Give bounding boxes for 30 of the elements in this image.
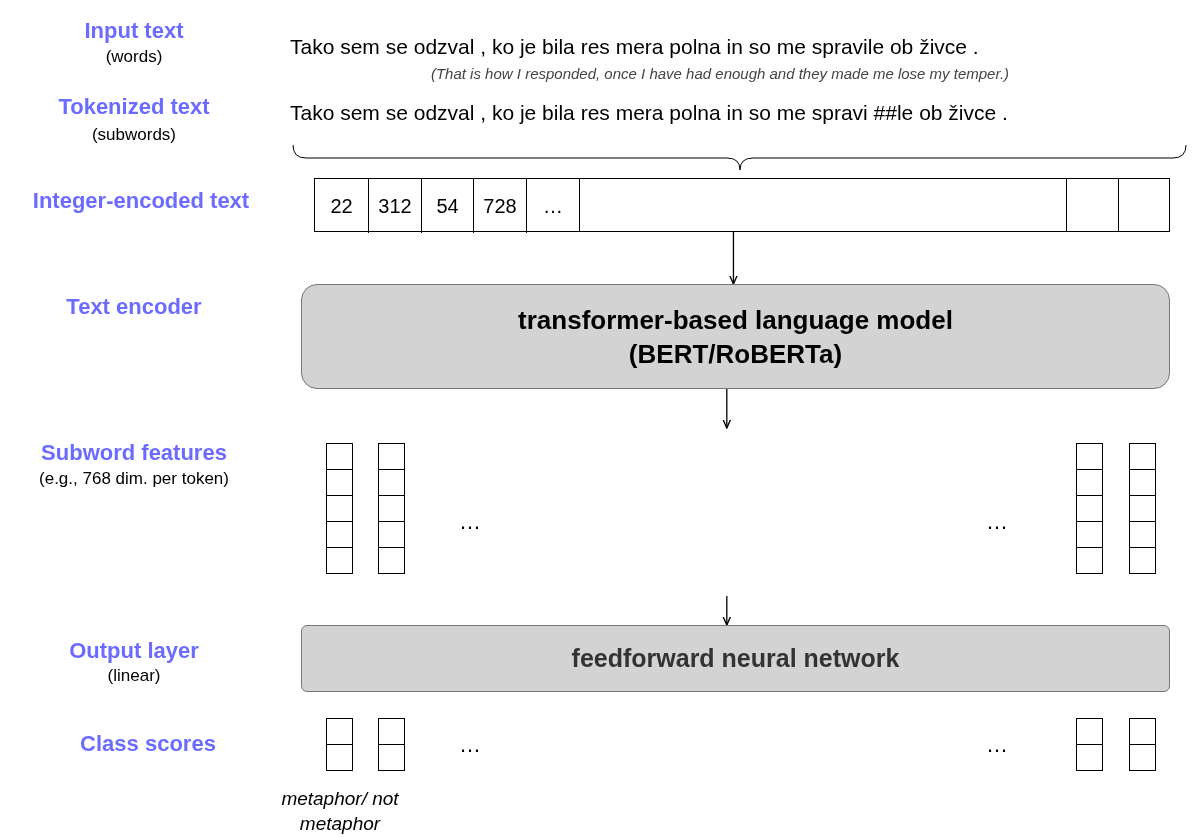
arrow — [729, 231, 738, 285]
token-cell: 312 — [368, 179, 421, 233]
token-cell: … — [526, 179, 579, 233]
section-heading: Tokenized text — [58, 93, 210, 121]
token-cell: 728 — [473, 179, 526, 233]
input-sentence: Tako sem se odzval , ko je bila res mera polna in so me spravile ob živce . — [290, 34, 979, 60]
token-cell: 54 — [421, 179, 473, 233]
ellipsis: … — [986, 731, 1008, 759]
section-subtitle: (subwords) — [91, 124, 177, 146]
layer-box: feedforward neural network — [301, 625, 1170, 692]
token-cell: 22 — [315, 179, 368, 233]
section-subtitle: (words) — [105, 46, 163, 68]
section-subtitle: (linear) — [107, 665, 161, 687]
ellipsis: … — [459, 731, 481, 759]
arrow — [722, 388, 732, 429]
section-heading: Input text — [84, 17, 184, 45]
section-heading: Integer-encoded text — [32, 187, 250, 215]
class-caption: metaphor/ not metaphor — [280, 787, 400, 836]
translation-text: (That is how I responded, once I have had enough and they made me lose my temper.) — [430, 64, 1010, 84]
tokenized-sentence: Tako sem se odzval , ko je bila res mera polna in so me spravi ##le ob živce . — [290, 100, 1008, 126]
model-box: transformer-based language model (BERT/RoBERTa) — [301, 284, 1170, 389]
section-subtitle: (e.g., 768 dim. per token) — [39, 468, 229, 490]
ellipsis: … — [986, 508, 1008, 536]
section-heading: Output layer — [69, 637, 199, 665]
section-heading: Subword features — [41, 439, 227, 467]
section-heading: Text encoder — [66, 293, 202, 321]
ellipsis: … — [459, 508, 481, 536]
section-heading: Class scores — [80, 730, 216, 758]
token-row — [314, 178, 1170, 232]
arrow — [722, 595, 732, 626]
